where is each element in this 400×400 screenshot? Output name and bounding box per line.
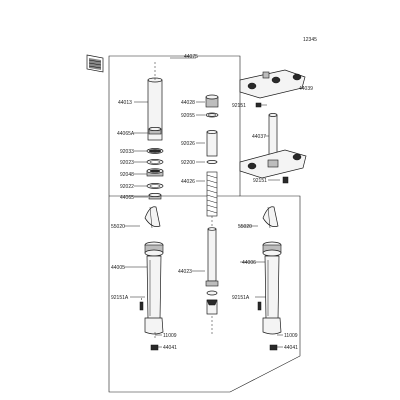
label-92151-bottom: 92151 (253, 178, 267, 184)
label-92151A-right: 92151A (232, 295, 250, 301)
label-92055: 92055 (181, 113, 195, 119)
label-92151-top: 92151 (232, 103, 246, 109)
label-44006: 44006 (242, 260, 256, 266)
washer-92200 (206, 160, 218, 164)
upper-bracket-44039 (239, 69, 306, 99)
label-44065A: 44065A (117, 131, 135, 137)
label-92033: 92033 (120, 149, 134, 155)
spring-44026 (206, 171, 218, 228)
gasket-44041-left (150, 344, 159, 351)
oil-seal-92048 (146, 168, 164, 177)
bushing-44065 (148, 193, 162, 200)
label-92023: 92023 (120, 160, 134, 166)
damper-rod-44023 (205, 227, 219, 334)
label-44075: 44075 (184, 54, 198, 60)
outer-tube-44005 (144, 241, 164, 335)
washer-92023 (146, 159, 164, 165)
book-logo-icon (86, 54, 104, 73)
bushing-44065A (148, 127, 162, 135)
label-92048: 92048 (120, 172, 134, 178)
label-44028: 44028 (181, 100, 195, 106)
spacer-92026 (206, 130, 218, 157)
label-92022: 92022 (120, 184, 134, 190)
label-44026: 44026 (181, 179, 195, 185)
bolt-92151A-left (139, 298, 144, 311)
label-44039: 44039 (299, 86, 313, 92)
outer-tube-44006 (262, 241, 282, 335)
bolt-92151A-right (257, 301, 262, 311)
label-44013: 44013 (118, 100, 132, 106)
label-44041-left: 44041 (163, 345, 177, 351)
steering-stem-44037 (239, 113, 307, 179)
assembly-frame (108, 55, 301, 393)
label-55020-right: 55020 (238, 224, 252, 230)
gasket-44041-right (269, 344, 278, 351)
leader-lines (124, 57, 298, 348)
dust-seal-55020-right (262, 206, 279, 229)
cap-44028 (205, 94, 219, 108)
label-55020-left: 55020 (111, 224, 125, 230)
label-44041-right: 44041 (284, 345, 298, 351)
label-44037: 44037 (252, 134, 266, 140)
o-ring-92055 (205, 112, 219, 118)
washer-92022 (146, 183, 164, 189)
label-92026: 92026 (181, 141, 195, 147)
dust-seal-55020-left (144, 206, 161, 229)
label-44005: 44005 (111, 265, 125, 271)
label-11009-right: 11009 (284, 333, 298, 339)
label-44023: 44023 (178, 269, 192, 275)
label-44065: 44065 (120, 195, 134, 201)
snap-ring-92033 (146, 148, 164, 154)
inner-tube-44013 (147, 62, 163, 141)
bolt-92151-bottom (282, 176, 289, 184)
label-92200: 92200 (181, 160, 195, 166)
bolt-92151-top (255, 102, 262, 108)
diagram-ref-number: 12345 (303, 37, 317, 43)
label-92151A-left: 92151A (111, 295, 129, 301)
label-11009-left: 11009 (163, 333, 177, 339)
